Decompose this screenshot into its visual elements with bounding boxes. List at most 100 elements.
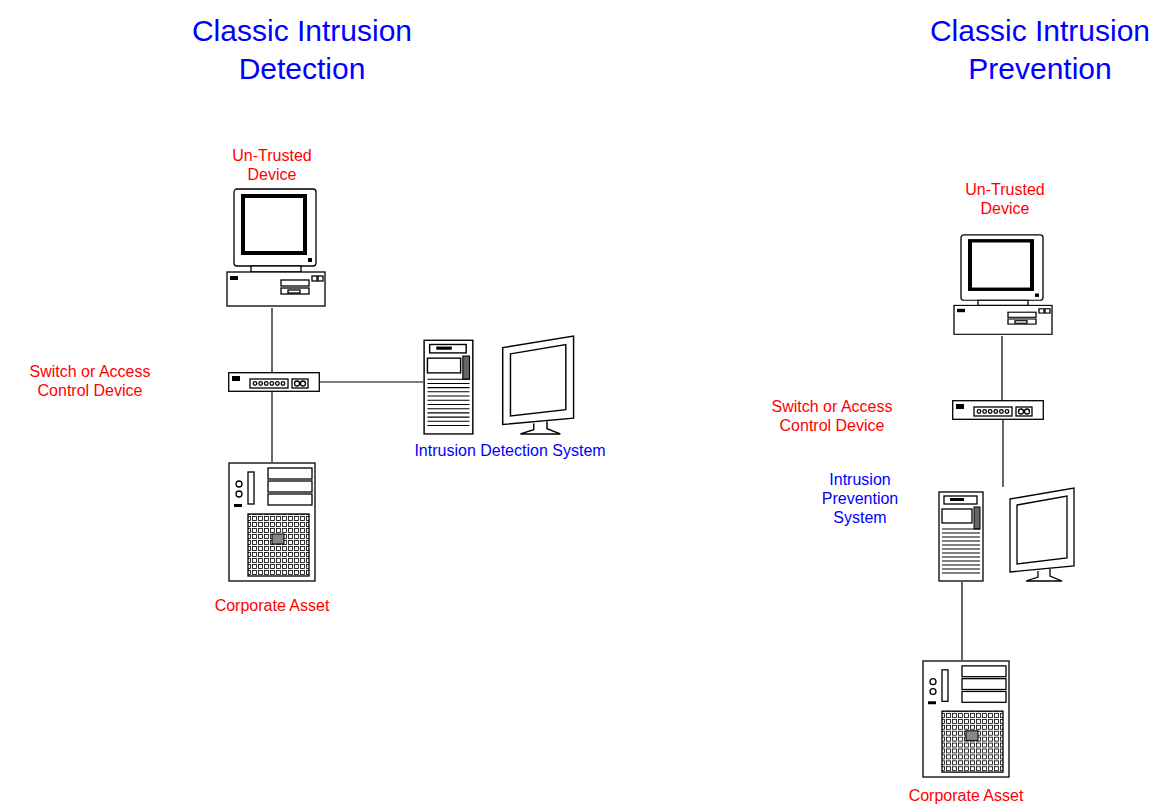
device-label: Intrusion Detection System [414,441,605,460]
icon-part [503,336,574,424]
icon-part [427,425,469,426]
icon-part [1008,312,1036,317]
icon-part [956,404,964,409]
icon-part [974,507,980,529]
icon-part [250,379,288,388]
icon-part [301,381,306,386]
icon-part [978,300,1028,305]
icon-part [942,670,948,701]
icon-part [1015,321,1027,324]
icon-part [1017,496,1067,564]
icon-part [248,514,309,576]
icon-part [1039,309,1044,313]
icon-part [962,666,1006,677]
device-label: Switch or Access Control Device [5,362,175,400]
icon-part [264,382,268,386]
icon-part [977,410,981,414]
icon-part [248,472,254,504]
icon-part [463,356,470,379]
icon-part [424,340,473,434]
icon-part [427,358,460,373]
device-node: Corporate Asset [228,462,316,582]
icon-part [953,401,1044,420]
network-link [271,308,272,372]
icon-part [930,689,936,695]
icon-part [983,410,987,414]
device-label: Switch or Access Control Device [747,397,917,435]
icon-part [229,463,315,581]
icon-part [944,496,977,504]
icon-part [942,533,980,534]
icon-part [281,288,309,294]
device-icon [952,400,1044,420]
icon-part [1026,569,1062,581]
icon-part [318,276,323,281]
icon-part [229,373,320,392]
device-label: Intrusion Prevention System [805,470,915,528]
device-label: Un-Trusted Device [950,180,1060,218]
device-node: Intrusion Prevention System [938,487,1078,582]
icon-part [942,549,980,550]
icon-part [1045,309,1050,313]
icon-part [427,421,469,422]
icon-part [251,266,301,272]
icon-part [308,258,312,262]
icon-part [1016,407,1032,416]
icon-part [939,492,983,581]
icon-part [270,382,274,386]
icon-part [236,481,242,487]
icon-part [234,189,316,266]
network-link [320,381,423,382]
icon-part [427,404,469,405]
icon-part [276,382,280,386]
icon-part [227,272,325,306]
icon-part [268,494,312,505]
icon-part [923,661,1009,777]
icon-part [942,537,980,538]
device-node: Switch or Access Control Device [952,400,1044,420]
icon-part [288,290,300,293]
icon-part [942,553,980,554]
icon-part [234,504,242,507]
icon-part [928,701,936,704]
device-node: Corporate Asset [922,660,1010,778]
icon-part [957,309,965,312]
network-link [1001,336,1002,400]
icon-part [292,379,308,388]
icon-part [942,711,1003,772]
icon-part [427,383,469,384]
icon-part [1010,488,1074,572]
icon-part [253,382,257,386]
icon-part [236,491,242,497]
icon-part [1025,409,1030,414]
icon-part [961,235,1043,300]
icon-part [930,679,936,685]
icon-part [962,679,1006,690]
device-node: Switch or Access Control Device [228,372,320,392]
icon-part [230,276,238,280]
device-node: Un-Trusted Device [953,234,1053,336]
icon-part [974,407,1012,416]
device-icon [228,462,316,582]
icon-part [259,382,263,386]
icon-part [427,379,469,380]
icon-part [295,381,300,386]
device-label: Corporate Asset [215,596,330,615]
icon-part [268,468,312,479]
device-icon [922,660,1010,778]
icon-part [942,557,980,558]
icon-part [1008,319,1036,324]
icon-part [232,376,240,381]
icon-part [1005,410,1009,414]
icon-part [942,509,972,523]
icon-part [510,344,565,416]
icon-part [942,545,980,546]
icon-part [942,541,980,542]
icon-part [243,196,305,253]
icon-part [1035,294,1039,297]
icon-part [427,417,469,418]
network-link [1002,420,1003,487]
icon-part [427,396,469,397]
icon-part [942,561,980,562]
icon-part [312,276,317,281]
